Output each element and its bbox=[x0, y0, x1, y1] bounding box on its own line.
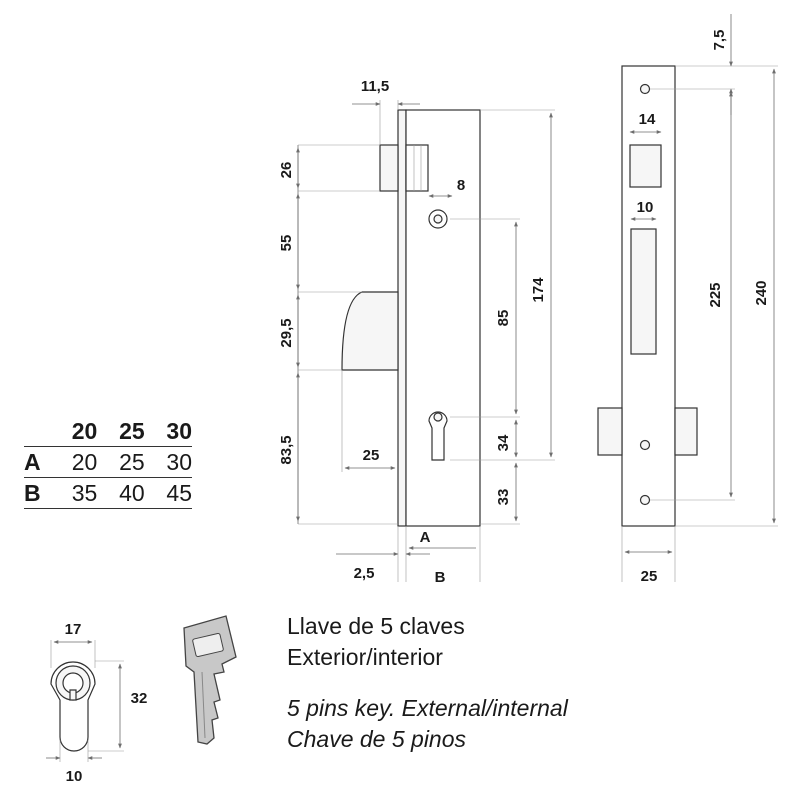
screw-hole-mid bbox=[639, 439, 651, 451]
dim-85: 85 bbox=[495, 310, 512, 327]
description-line: Llave de 5 claves bbox=[287, 613, 465, 639]
dim-83-5: 83,5 bbox=[278, 435, 295, 464]
cylinder-profile: 17 32 10 bbox=[46, 621, 147, 785]
size-table-header: 20 25 30 bbox=[24, 416, 192, 447]
dim-7-5: 7,5 bbox=[711, 30, 728, 51]
size-table-row-b: B 35 40 45 bbox=[24, 478, 192, 509]
deadbolt-opening bbox=[629, 144, 662, 188]
latch-opening bbox=[630, 228, 657, 355]
deadbolt-inner bbox=[405, 144, 429, 192]
description-spanish: Llave de 5 claves Exterior/interior bbox=[287, 611, 465, 673]
dim-33: 33 bbox=[495, 489, 512, 506]
dim-11-5: 11,5 bbox=[361, 78, 389, 95]
dim-240: 240 bbox=[753, 280, 770, 305]
dim-225: 225 bbox=[707, 282, 724, 307]
size-table-header-cell: 25 bbox=[119, 417, 145, 444]
dim-10-cyl: 10 bbox=[66, 768, 83, 785]
row-label: A bbox=[24, 448, 41, 475]
dim-25-backset: 25 bbox=[363, 447, 380, 464]
dim-32: 32 bbox=[131, 690, 148, 707]
description-translations: 5 pins key. External/internal Chave de 5… bbox=[287, 693, 568, 755]
table-cell: 45 bbox=[166, 479, 192, 506]
cylinder-hole bbox=[428, 411, 448, 461]
deadbolt bbox=[379, 144, 399, 192]
label-a: A bbox=[420, 529, 431, 546]
latch-bolt bbox=[341, 291, 399, 371]
table-cell: 20 bbox=[71, 448, 98, 475]
dim-34: 34 bbox=[495, 434, 512, 451]
description-line: 5 pins key. External/internal bbox=[287, 695, 568, 721]
dim-174: 174 bbox=[530, 277, 547, 303]
size-table: 20 25 30 A 20 25 30 B 35 40 45 bbox=[24, 416, 192, 509]
screw-hole-bottom bbox=[639, 494, 651, 506]
size-table-corner bbox=[24, 416, 50, 447]
screw-hole-top bbox=[639, 83, 651, 95]
dim-25-width: 25 bbox=[641, 568, 658, 585]
lock-side-view: 26 55 29,5 83,5 11,5 8 25 85 34 33 174 bbox=[278, 78, 555, 586]
label-b: B bbox=[435, 569, 446, 586]
table-cell: 30 bbox=[166, 448, 192, 475]
dim-55: 55 bbox=[278, 235, 295, 252]
row-label: B bbox=[24, 479, 41, 506]
faceplate-front-view: 14 10 7,5 225 240 25 bbox=[597, 14, 778, 585]
faceplate-side bbox=[397, 109, 407, 527]
dim-10-plate: 10 bbox=[637, 199, 654, 216]
dim-17: 17 bbox=[65, 621, 82, 638]
dim-29-5: 29,5 bbox=[278, 318, 295, 347]
table-cell: 40 bbox=[119, 479, 145, 506]
dim-8: 8 bbox=[457, 177, 465, 194]
size-table-row-a: A 20 25 30 bbox=[24, 446, 192, 478]
size-table-header-cell: 30 bbox=[166, 417, 192, 444]
dim-26: 26 bbox=[278, 162, 295, 179]
dim-2-5: 2,5 bbox=[354, 565, 375, 582]
key-illustration bbox=[183, 615, 237, 745]
size-table-header-cell: 20 bbox=[71, 417, 98, 444]
tab-right bbox=[674, 407, 698, 456]
table-cell: 35 bbox=[71, 479, 98, 506]
dim-14: 14 bbox=[639, 111, 656, 128]
description-line: Chave de 5 pinos bbox=[287, 726, 467, 752]
description-line: Exterior/interior bbox=[287, 644, 443, 670]
tab-left bbox=[597, 407, 623, 456]
table-cell: 25 bbox=[119, 448, 145, 475]
